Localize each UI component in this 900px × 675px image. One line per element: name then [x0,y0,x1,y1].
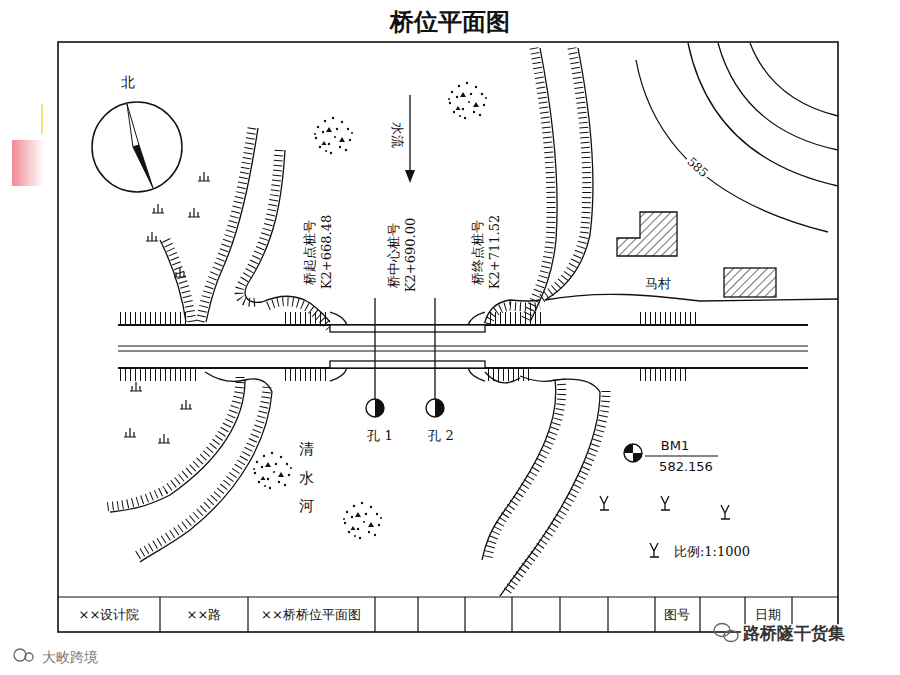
slide-mark [41,104,43,134]
buildings [617,212,776,297]
title-block-cell: ××路 [187,608,222,623]
stake-label: 桥起点桩号 [303,220,318,285]
map-frame [58,42,838,632]
map-title: 桥位平面图 [390,8,510,36]
road [118,312,808,381]
north-label: 北 [121,74,135,90]
watermark: 大畋跨境 [42,649,98,665]
title-block-cell: 日期 [755,608,781,623]
borehole-label: 孔 1 [367,429,392,444]
gravel-symbols [253,82,487,539]
watermark: 路桥隧干货集 [741,624,847,644]
river-name: 清水河 [299,435,314,521]
north-arrow [92,102,182,192]
contour-lines [636,43,838,232]
contour-elevation: 585 [682,154,711,182]
marsh-symbols [124,172,210,443]
stake-number: K2+690.00 [404,218,419,292]
stake-label: 桥中心桩号 [387,223,402,288]
borehole-symbols [366,298,444,417]
slide-mark [12,140,44,186]
flow-arrow [405,95,415,183]
stake-label: 桥终点桩号 [471,220,486,285]
title-block-cell: ××设计院 [79,608,140,623]
title-block-grid [58,597,838,632]
benchmark-name: BM1 [661,439,689,454]
flow-label: 水流 [390,122,405,148]
watermark-icon [14,624,738,662]
village-name: 马村 [645,277,671,292]
scale-note: 比例:1:1000 [674,545,750,560]
borehole-label: 孔 2 [428,429,453,444]
title-block-cell: 图号 [664,608,690,623]
bank-lines [110,48,838,596]
title-block-cell: ××桥桥位平面图 [261,608,361,623]
stake-number: K2+711.52 [488,215,503,289]
stake-number: K2+668.48 [320,215,335,289]
benchmark-elevation: 582.156 [659,460,713,475]
